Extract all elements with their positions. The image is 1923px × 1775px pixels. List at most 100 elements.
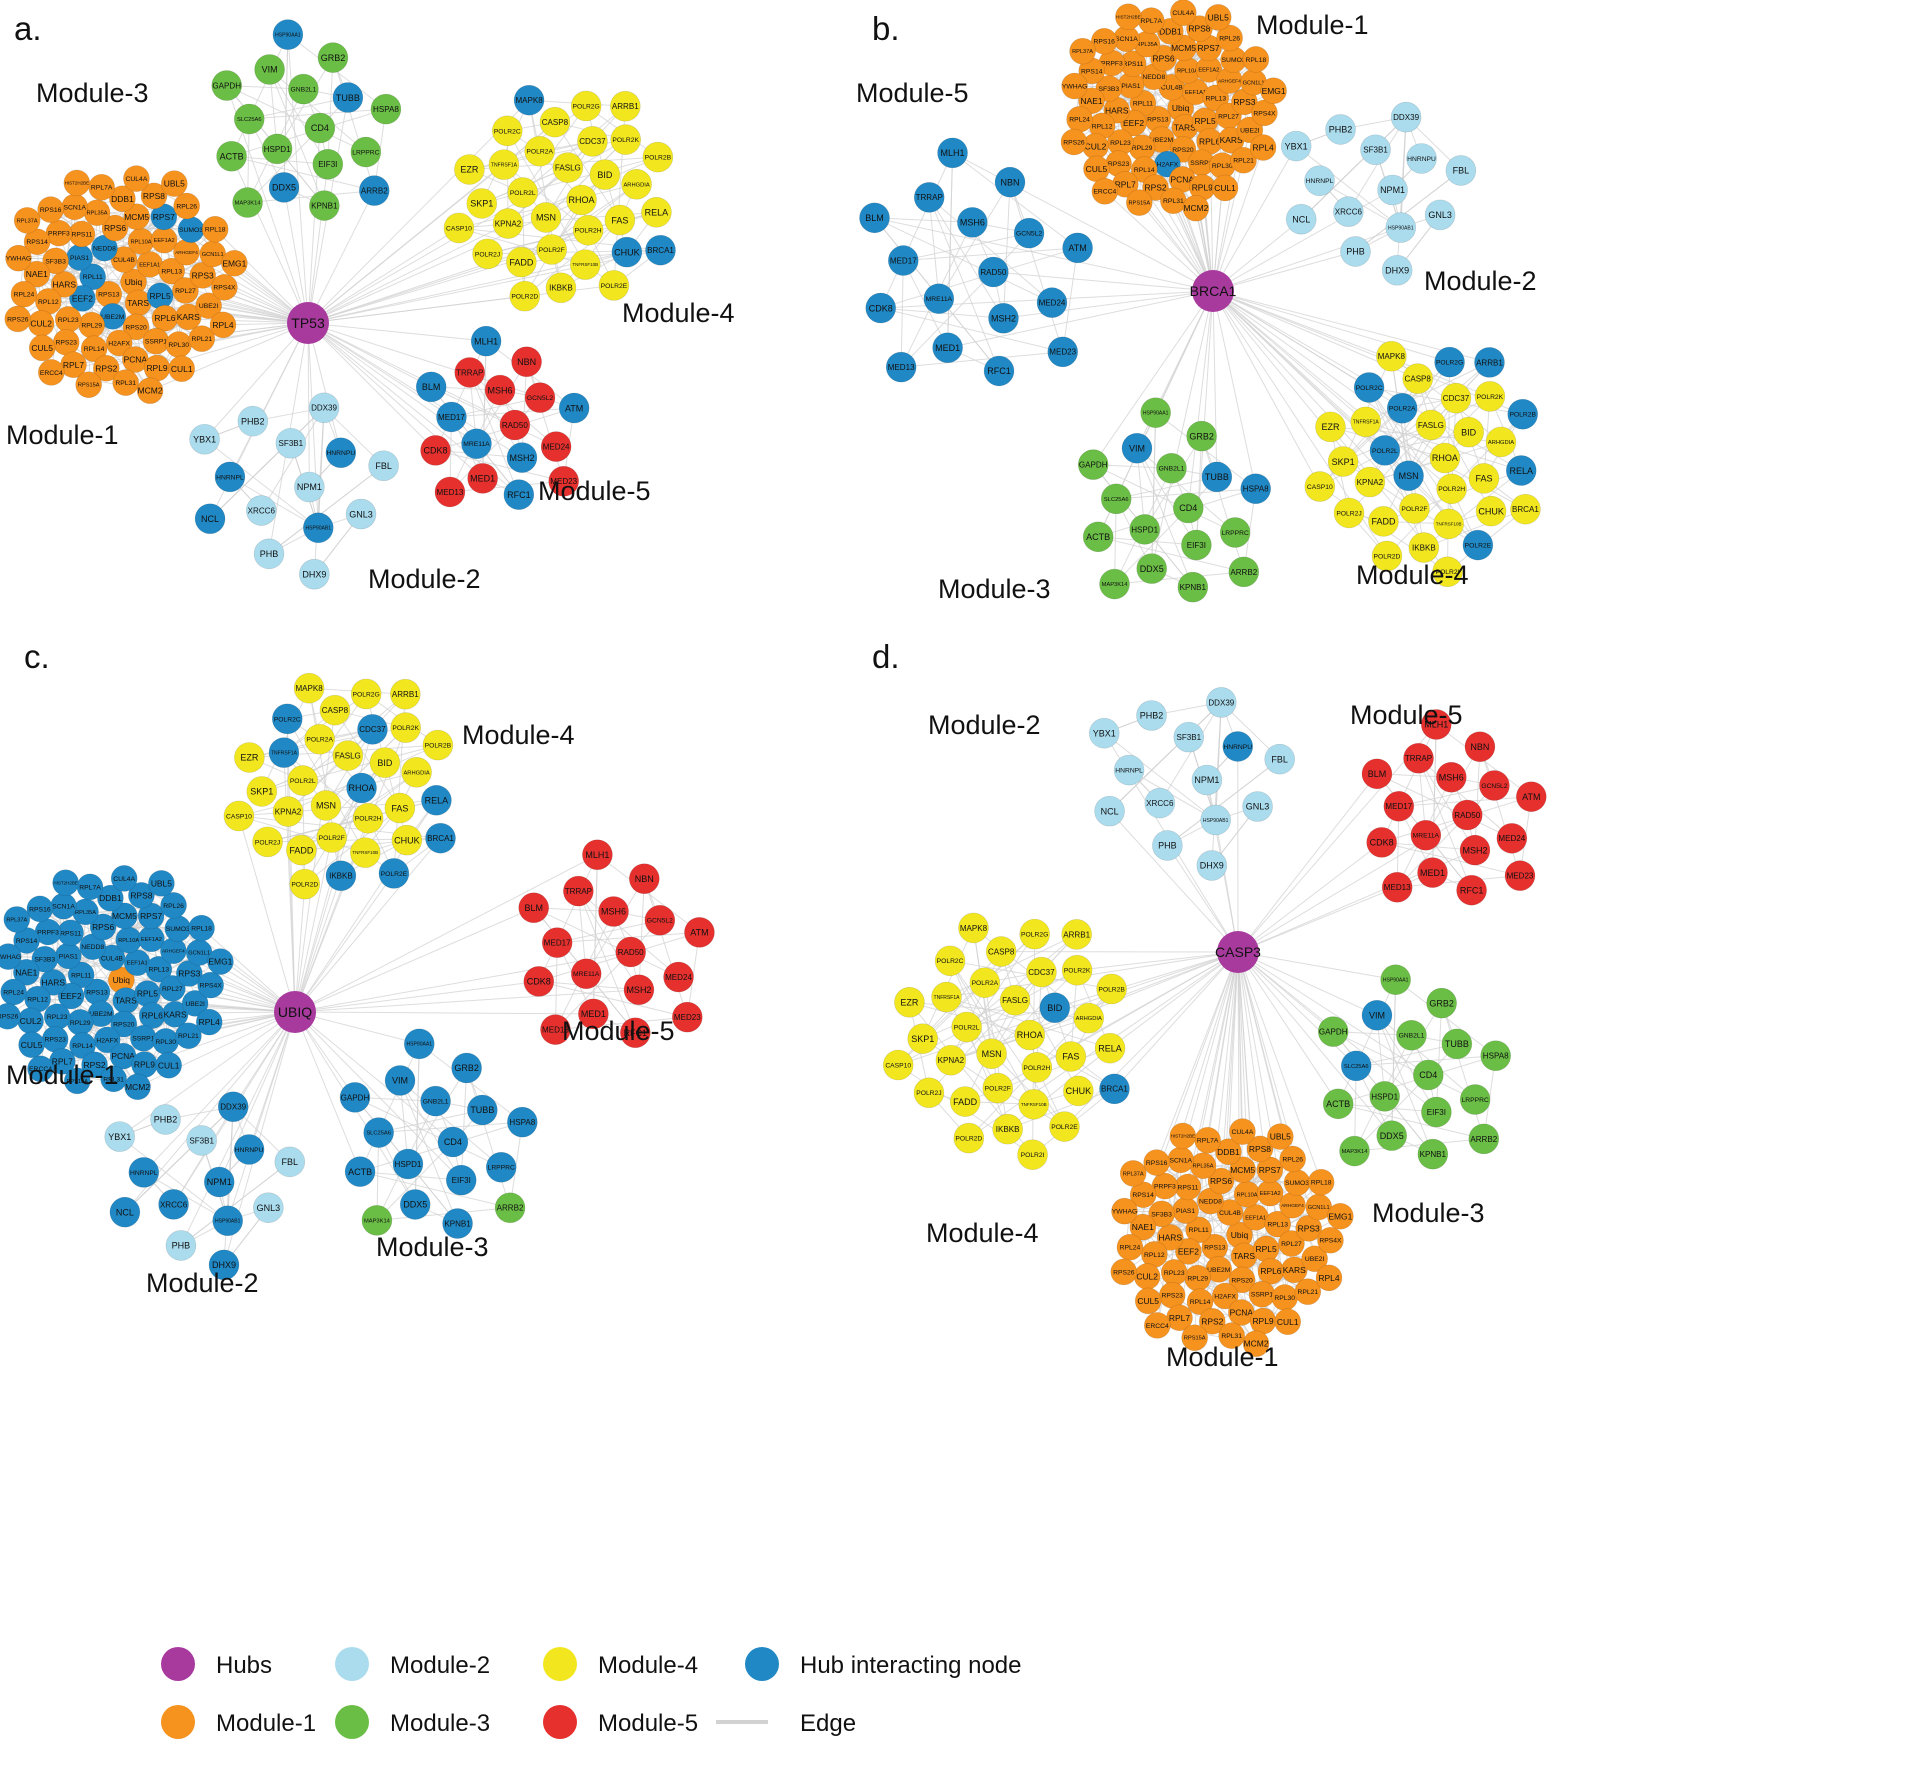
node-POLR2B[interactable] [642,141,674,173]
node-GNL3[interactable] [253,1192,284,1223]
node-XRCC6[interactable] [246,495,277,526]
node-MED1[interactable] [1417,857,1448,888]
node-CDC37[interactable] [1026,956,1057,988]
node-CUL1[interactable] [155,1051,182,1079]
node-HSPD1[interactable] [261,133,293,165]
node-CASP8[interactable] [319,694,351,726]
node-RPS4X[interactable] [1317,1226,1344,1254]
node-RPS6[interactable] [101,214,129,242]
node-RPS8[interactable] [1246,1135,1274,1163]
node-HIST2H2BE[interactable] [1115,3,1142,31]
node-POLR2C[interactable] [271,703,303,735]
node-POLR2L[interactable] [951,1011,982,1043]
node-UBL5[interactable] [1204,4,1232,31]
node-RPL18[interactable] [188,914,215,942]
node-MSH2[interactable] [1459,834,1491,866]
node-KPNB1[interactable] [1177,571,1209,603]
node-MED1[interactable] [932,332,963,364]
node-POLR2E[interactable] [378,858,410,889]
node-MED1[interactable] [578,998,609,1030]
node-POLR2E[interactable] [1049,1111,1080,1142]
node-MED1[interactable] [467,463,498,494]
node-MAP3K14[interactable] [1099,568,1130,600]
node-RHOA[interactable] [566,184,597,216]
node-POLR2K[interactable] [1474,381,1506,412]
node-MED13[interactable] [540,1014,571,1045]
node-NBN[interactable] [1464,731,1496,763]
node-KPNA2[interactable] [1354,466,1386,498]
node-POLR2A[interactable] [1386,392,1418,424]
node-PHB2[interactable] [237,405,269,437]
node-FAS[interactable] [1055,1041,1087,1072]
node-MSN[interactable] [976,1038,1007,1070]
node-POLR2B[interactable] [422,729,454,761]
node-FAS[interactable] [1468,463,1500,494]
node-ERCC4[interactable] [1091,178,1119,205]
node-SKP1[interactable] [1327,446,1359,477]
node-GAPDH[interactable] [1317,1016,1349,1047]
node-SF3B1[interactable] [1173,721,1205,753]
node-RFC1[interactable] [503,479,535,510]
node-EIF3I[interactable] [1181,529,1212,561]
node-ARHGDIA[interactable] [401,756,432,788]
node-PHB[interactable] [165,1230,197,1261]
node-POLR2F[interactable] [536,234,567,265]
node-RFC1[interactable] [1456,874,1487,906]
node-RPS26[interactable] [4,305,32,333]
node-POLR2J[interactable] [472,238,503,270]
node-POLR2G[interactable] [1434,346,1465,378]
node-BLM[interactable] [415,371,447,403]
node-RELA[interactable] [421,784,452,816]
node-POLR2E[interactable] [1462,529,1494,561]
node-MED24[interactable] [1036,287,1068,318]
node-SLC25A6[interactable] [363,1117,394,1148]
node-MSH2[interactable] [623,974,655,1006]
node-PHB2[interactable] [1325,114,1356,145]
node-CHUK[interactable] [391,824,423,856]
node-GRB2[interactable] [1426,987,1457,1019]
node-GNB2L1[interactable] [288,73,319,105]
node-ERCC4[interactable] [27,1055,54,1083]
node-TNFRSF10B[interactable] [1433,508,1464,540]
node-RPS20[interactable] [122,313,150,341]
node-MRE11A[interactable] [461,428,492,460]
node-POLR2H[interactable] [1436,473,1467,505]
node-RPS4X[interactable] [197,971,224,999]
node-FASLG[interactable] [1415,409,1447,441]
node-FADD[interactable] [286,834,317,866]
node-ARRB1[interactable] [389,678,421,710]
node-CHUK[interactable] [1063,1075,1094,1107]
node-EZR[interactable] [234,742,265,773]
node-TUBB[interactable] [1201,461,1233,493]
node-MRE11A[interactable] [923,283,955,315]
node-MED13[interactable] [885,351,917,383]
node-GCN5L2[interactable] [1013,217,1045,249]
node-HSP90AB1[interactable] [302,512,334,544]
node-SKP1[interactable] [466,188,498,219]
node-MCM5[interactable] [123,203,150,231]
node-GNB2L1[interactable] [420,1085,451,1117]
node-CUL4A[interactable] [1170,0,1197,26]
node-CUL4A[interactable] [1229,1118,1256,1145]
node-POLR2D[interactable] [289,868,321,900]
node-MED17[interactable] [1383,790,1415,822]
node-RPL13[interactable] [145,955,173,983]
node-RAD50[interactable] [615,936,646,968]
node-CUL5[interactable] [28,334,56,362]
node-RPL37A[interactable] [13,207,41,234]
node-YBX1[interactable] [189,423,220,455]
node-RPL11[interactable] [79,263,106,291]
node-TNFRSF1A[interactable] [488,149,520,180]
node-POLR2B[interactable] [1096,973,1127,1005]
node-BRCA1[interactable] [425,822,456,854]
node-RPL4[interactable] [195,1008,223,1036]
node-MED17[interactable] [436,401,467,433]
node-SLC25A6[interactable] [1100,483,1132,515]
node-RPL4[interactable] [209,311,237,339]
node-HNRNPL[interactable] [128,1157,160,1188]
node-RPL18[interactable] [1242,46,1270,73]
node-HSPD1[interactable] [392,1148,424,1180]
node-LRPPRC[interactable] [485,1151,517,1183]
node-POLR2K[interactable] [390,712,421,743]
node-YWHAG[interactable] [1111,1197,1138,1225]
